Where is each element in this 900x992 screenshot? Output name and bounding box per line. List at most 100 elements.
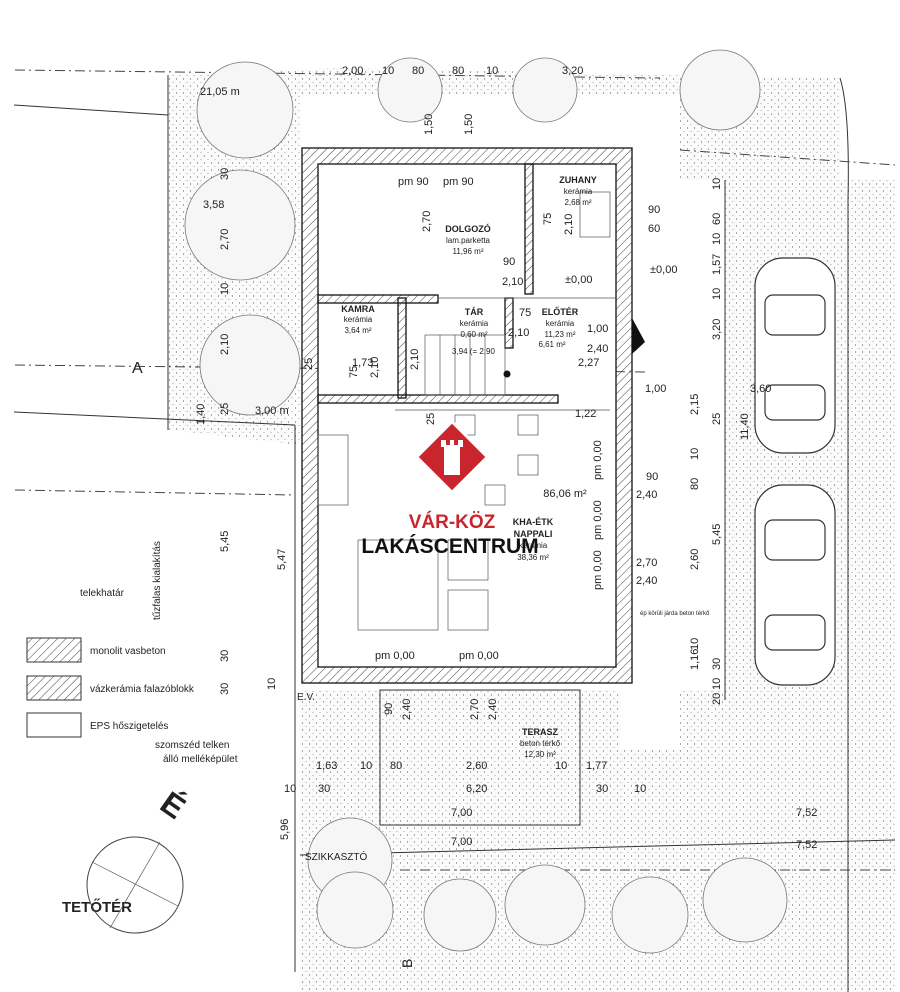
section-b-label: B bbox=[399, 959, 415, 968]
room-nappali-floor: kerámia bbox=[519, 541, 548, 550]
dim-left: 10 bbox=[219, 283, 231, 295]
dim-right: 2,60 bbox=[689, 549, 701, 570]
dim-in: 2,27 bbox=[578, 357, 599, 369]
dim-bottom: 10 bbox=[284, 783, 296, 795]
dim-right: 10 bbox=[711, 178, 723, 190]
dim-right: 3,20 bbox=[711, 319, 723, 340]
room-zuhany-name: ZUHANY bbox=[559, 175, 597, 185]
dimensions: 2,00 10 80 80 10 3,20 21,05 m 1,50 1,50 … bbox=[195, 65, 817, 851]
parked-cars bbox=[754, 257, 836, 686]
room-kamra-area: 3,64 m² bbox=[344, 326, 371, 335]
dim-left: 2,10 bbox=[219, 334, 231, 355]
dim-right: 20 bbox=[711, 693, 723, 705]
dim-pm: pm 0,00 bbox=[592, 440, 604, 480]
dim-in: 1,22 bbox=[575, 408, 596, 420]
dim-outer: 5,47 bbox=[276, 549, 288, 570]
room-nappali-name: KHA-ÉTK bbox=[513, 517, 554, 527]
dim-top: 80 bbox=[452, 65, 464, 77]
dim-pm: pm 0,00 bbox=[459, 650, 499, 662]
dim-in: 2,10 bbox=[563, 214, 575, 235]
dim-left: 3,58 bbox=[203, 199, 224, 211]
building bbox=[301, 147, 645, 826]
dim-in: 2,10 bbox=[409, 349, 421, 370]
dim-open: 2,40 bbox=[636, 489, 657, 501]
dim-right: 30 bbox=[711, 658, 723, 670]
dim-in: 25 bbox=[303, 358, 315, 370]
room-nappali-name2: NAPPALI bbox=[514, 529, 553, 539]
room-terasz-area: 12,30 m² bbox=[524, 750, 556, 759]
legend-swatch-0 bbox=[26, 637, 82, 663]
dim-open: 2,40 bbox=[587, 343, 608, 355]
dim-bottom: 30 bbox=[596, 783, 608, 795]
dim-top-left: 21,05 m bbox=[200, 86, 240, 98]
dim-in: ±0,00 bbox=[565, 274, 592, 286]
site-lines bbox=[13, 69, 896, 992]
dim-outer: 5,96 bbox=[279, 819, 291, 840]
dim-top-vert: 1,50 bbox=[463, 114, 475, 135]
dim-in: 75 bbox=[519, 307, 531, 319]
legend-label-2: EPS hőszigetelés bbox=[90, 721, 168, 732]
dim-pm: pm 0,00 bbox=[592, 550, 604, 590]
dim-bottom: 80 bbox=[390, 760, 402, 772]
dim-outer: 90 bbox=[383, 703, 395, 715]
telekhatar-label: telekhatár bbox=[80, 588, 125, 599]
dim-right: 25 bbox=[711, 413, 723, 425]
dim-in: 2,10 bbox=[508, 327, 529, 339]
car-top bbox=[754, 257, 836, 454]
room-eloter-floor: kerámia bbox=[546, 319, 575, 328]
room-zuhany-area: 2,68 m² bbox=[564, 198, 591, 207]
dim-in: 2,10 bbox=[369, 357, 381, 378]
room-eloter-area2: 6,61 m² bbox=[538, 340, 565, 349]
dim-in: pm 90 bbox=[398, 176, 429, 188]
dim-outer: 2,70 bbox=[469, 699, 481, 720]
dim-bottom: 6,20 bbox=[466, 783, 487, 795]
dim-right: 2,15 bbox=[689, 394, 701, 415]
dim-bottom: 2,60 bbox=[466, 760, 487, 772]
room-zuhany-floor: kerámia bbox=[564, 187, 593, 196]
dim-right: 60 bbox=[711, 213, 723, 225]
dim-in: 90 bbox=[503, 256, 515, 268]
dim-in: 2,10 bbox=[502, 276, 523, 288]
shrubs bbox=[184, 49, 788, 954]
dim-right: 5,45 bbox=[711, 524, 723, 545]
dim-bottom: 10 bbox=[360, 760, 372, 772]
dim-in: 2,70 bbox=[421, 211, 433, 232]
garden-area bbox=[168, 68, 895, 992]
dim-top: 10 bbox=[382, 65, 394, 77]
dim-bottom: 10 bbox=[634, 783, 646, 795]
ev-label: E.V. bbox=[297, 692, 315, 703]
room-dolgozo-floor: lam.parketta bbox=[446, 236, 491, 245]
dim-outer: 30 bbox=[219, 683, 231, 695]
room-dolgozo-name: DOLGOZÓ bbox=[445, 223, 491, 234]
dim-left: 1,40 bbox=[195, 404, 207, 425]
dim-outer: 10 bbox=[266, 678, 278, 690]
dim-bottom: 30 bbox=[318, 783, 330, 795]
dim-pm: pm 0,00 bbox=[592, 500, 604, 540]
side-path-label: ép körüli járda beton térkő bbox=[640, 611, 710, 617]
dim-bottom: 1,77 bbox=[586, 760, 607, 772]
room-dolgozo-area: 11,96 m² bbox=[453, 247, 484, 256]
room-kamra-floor: kerámia bbox=[344, 315, 373, 324]
legend-swatch-1 bbox=[26, 675, 82, 701]
legend-label-1: vázkerámia falazóblokk bbox=[90, 684, 195, 695]
dim-bottom: 7,00 bbox=[451, 836, 472, 848]
dim-right: 10 bbox=[711, 288, 723, 300]
dim-bottom: 7,00 bbox=[451, 807, 472, 819]
room-kamra-name: KAMRA bbox=[341, 304, 375, 314]
dim-bottom: 7,52 bbox=[796, 839, 817, 851]
dim-top: 80 bbox=[412, 65, 424, 77]
dim-top: 2,00 bbox=[342, 65, 363, 77]
logo-line1: VÁR-KÖZ bbox=[409, 511, 496, 533]
dim-in: 3,94 (= 2,90 bbox=[452, 347, 495, 356]
dim-pm: pm 0,00 bbox=[375, 650, 415, 662]
room-tar-name: TÁR bbox=[465, 307, 484, 317]
dim-right: 10 bbox=[689, 638, 701, 650]
dim-right: 10 bbox=[689, 448, 701, 460]
tower-icon bbox=[441, 440, 463, 475]
dim-in: 25 bbox=[425, 413, 437, 425]
dim-outer: 2,40 bbox=[401, 699, 413, 720]
dim-bottom: 10 bbox=[555, 760, 567, 772]
dim-right: 3,60 bbox=[750, 383, 771, 395]
room-tar-area: 0,60 m² bbox=[460, 330, 487, 339]
